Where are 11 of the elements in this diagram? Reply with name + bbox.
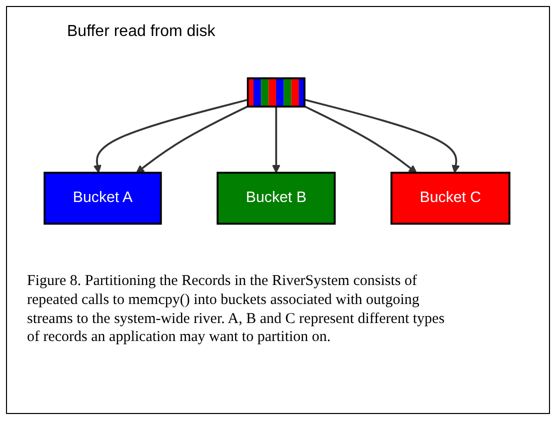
arrow bbox=[304, 98, 460, 174]
buffer-caption: Buffer read from disk bbox=[67, 23, 216, 41]
node-bar bbox=[246, 77, 306, 108]
node-box: Bucket C bbox=[390, 172, 510, 225]
arrow bbox=[272, 106, 280, 174]
arrow bbox=[136, 106, 248, 174]
arrow bbox=[93, 98, 248, 174]
arrow bbox=[304, 105, 417, 174]
node-box: Bucket B bbox=[216, 172, 336, 225]
figure-caption: Figure 8. Partitioning the Records in the RiverSystem consists of repeated calls to memcpy() into buckets associated with outgoing streams to the system-wide river. A, B and C represent different types of records an application may want to partition on. bbox=[27, 272, 446, 347]
node-box: Bucket A bbox=[44, 172, 162, 225]
